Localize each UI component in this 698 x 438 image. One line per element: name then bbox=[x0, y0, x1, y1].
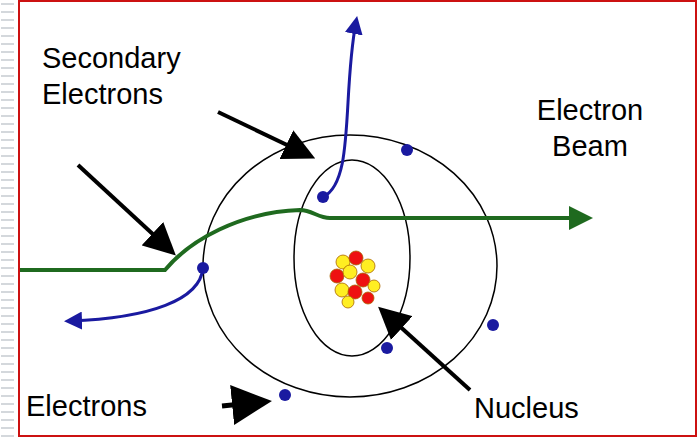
callout-label: Electrons bbox=[26, 388, 221, 424]
inner-orbit bbox=[294, 160, 410, 356]
electron-dots bbox=[197, 144, 499, 401]
side-strip bbox=[0, 0, 17, 438]
leader-arrow bbox=[78, 165, 170, 250]
frame bbox=[19, 1, 696, 436]
leader-arrow bbox=[384, 312, 470, 390]
nucleus bbox=[330, 251, 380, 308]
callout-label: Electron Beam bbox=[500, 92, 680, 164]
electron-beam bbox=[20, 210, 585, 270]
outer-orbit bbox=[203, 135, 497, 397]
secondary-path bbox=[323, 22, 356, 197]
secondary-path bbox=[70, 268, 203, 321]
callout-label: Secondary Electrons bbox=[42, 40, 217, 112]
callout-label: Nucleus bbox=[474, 390, 674, 426]
leader-arrow bbox=[222, 402, 262, 406]
leader-arrow bbox=[218, 112, 308, 155]
